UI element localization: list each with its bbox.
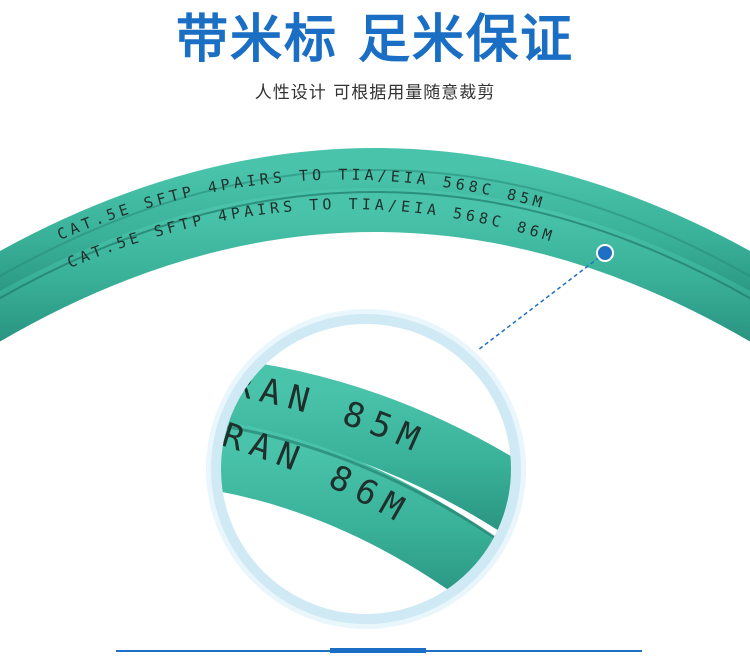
zoom-pointer-dot xyxy=(596,244,614,262)
page-subtitle: 人性设计 可根据用量随意裁剪 xyxy=(254,83,496,103)
zoom-pointer-line xyxy=(477,252,606,351)
zoom-lens: RAN 85M RAN 86M xyxy=(206,309,526,629)
page-title: 带米标 足米保证 xyxy=(175,10,575,70)
cable-arc xyxy=(0,148,750,342)
footer-accent xyxy=(330,648,426,653)
